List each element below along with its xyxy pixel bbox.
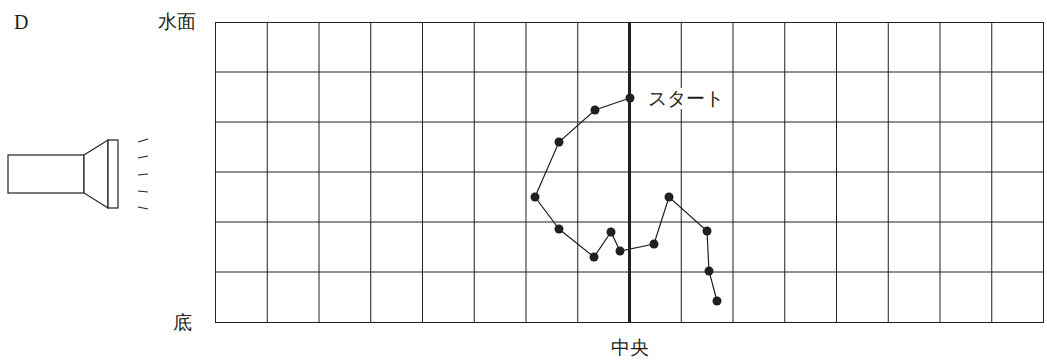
center-line	[628, 22, 631, 322]
fish-path	[535, 98, 717, 301]
surface-label: 水面	[158, 12, 196, 31]
path-dots	[531, 94, 722, 306]
flashlight-illustration	[8, 139, 148, 209]
panel-letter: D	[14, 12, 28, 32]
center-label: 中央	[611, 338, 649, 357]
start-label: スタート	[645, 88, 727, 109]
bottom-label: 底	[173, 313, 192, 332]
grid-lines	[215, 22, 1044, 323]
